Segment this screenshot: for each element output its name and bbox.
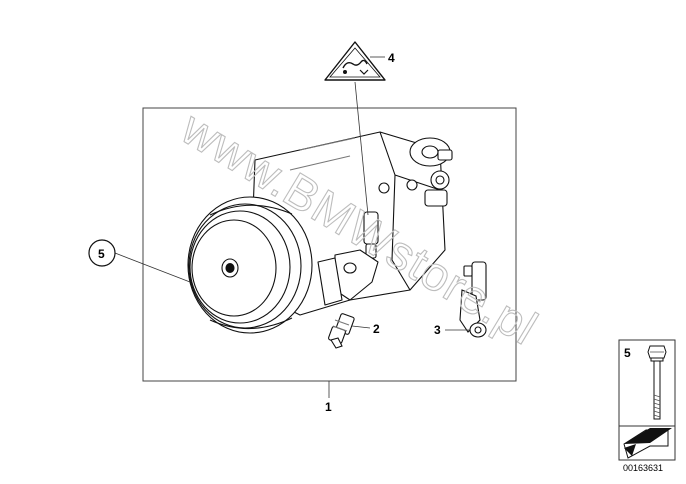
arrow-right-icon[interactable]	[623, 428, 672, 459]
bolt-panel-number: 5	[624, 346, 631, 360]
callout-1[interactable]: 1	[325, 400, 332, 414]
callout-5-circle[interactable]: 5	[88, 239, 116, 267]
callout-4[interactable]: 4	[388, 51, 395, 65]
bolt-icon[interactable]	[647, 345, 667, 420]
callout-5: 5	[98, 247, 105, 261]
callout-3[interactable]: 3	[434, 323, 441, 337]
pressure-sensor[interactable]	[328, 313, 355, 349]
diagram-id: 00163631	[623, 463, 663, 473]
callout-2[interactable]: 2	[373, 322, 380, 336]
bracket-connector[interactable]	[459, 261, 487, 338]
warning-triangle-icon[interactable]	[324, 41, 386, 81]
ac-compressor-illustration[interactable]	[187, 131, 453, 334]
assembly-frame	[142, 107, 517, 382]
leader-lines	[114, 56, 470, 398]
